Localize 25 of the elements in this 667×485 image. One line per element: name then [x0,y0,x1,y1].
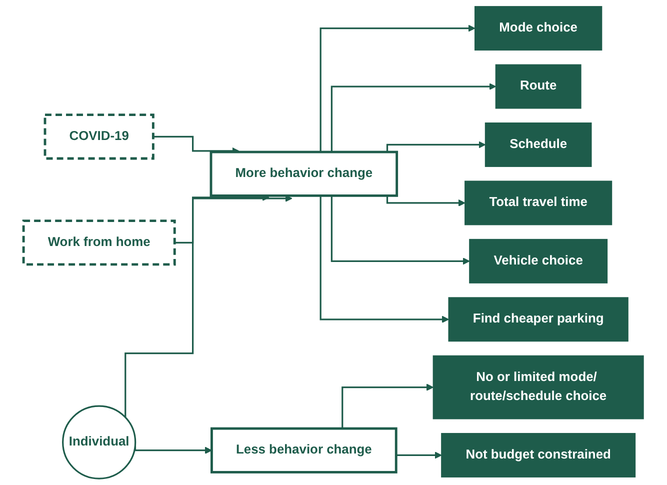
arrow [386,141,486,152]
node-box: No or limited mode/ route/schedule choice [432,355,644,420]
node-box: Not budget constrained [441,432,636,478]
node-box: Schedule [484,122,592,167]
arrow [330,82,496,152]
arrow [174,194,270,244]
arrow [152,136,240,155]
node-box: Find cheaper parking [448,297,628,342]
node-box: Route [495,64,582,109]
node-box: Less behavior change [210,427,398,474]
node-box: Mode choice [474,6,602,51]
node-box: Work from home [22,220,176,266]
node-box: Vehicle choice [469,238,608,284]
node-box: More behavior change [210,150,398,197]
arrow [395,452,442,459]
arrow [320,196,449,323]
node-circle: Individual [62,405,136,480]
arrow [330,196,470,265]
arrow [386,196,466,206]
node-box: COVID-19 [44,114,154,160]
arrow [134,445,212,454]
arrow [124,194,292,418]
arrow [342,384,434,429]
node-box: Total travel time [464,180,612,226]
arrow [320,24,476,152]
